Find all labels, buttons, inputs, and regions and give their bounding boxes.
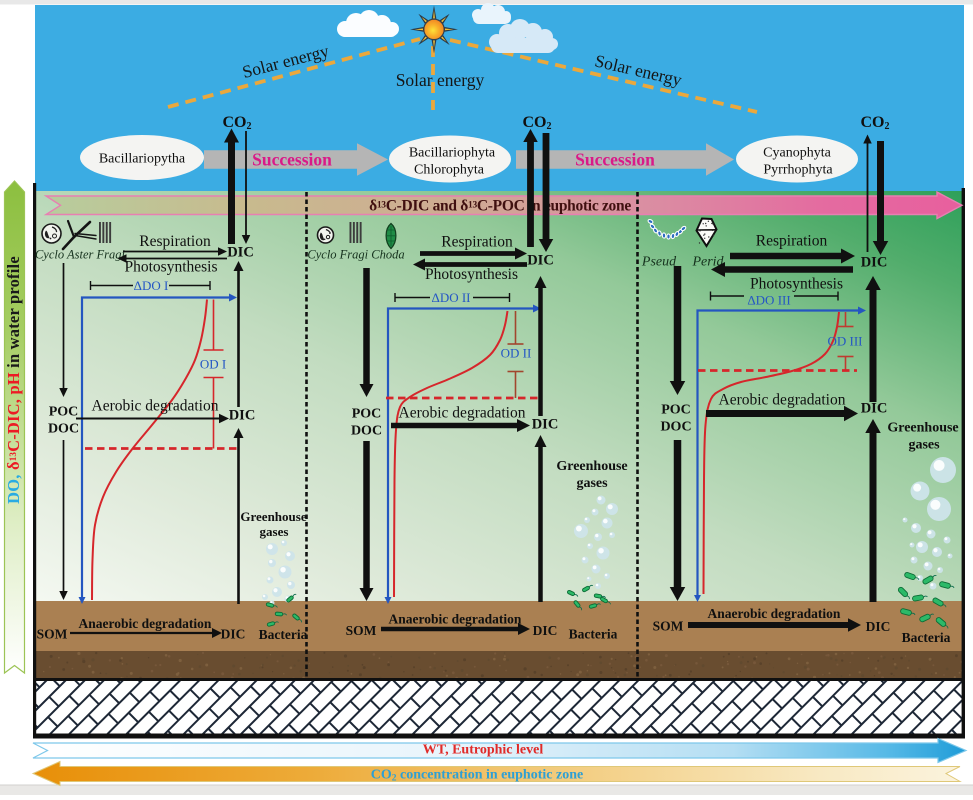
- svg-text:DIC: DIC: [227, 245, 254, 261]
- svg-text:Cyanophyta: Cyanophyta: [763, 146, 831, 161]
- svg-text:Bacillariopytha: Bacillariopytha: [99, 152, 186, 167]
- svg-text:Pyrrhophyta: Pyrrhophyta: [763, 163, 833, 178]
- svg-text:Bacteria: Bacteria: [902, 630, 951, 645]
- svg-text:DO, δ13C-DIC, pH in water prof: DO, δ13C-DIC, pH in water profile: [4, 256, 23, 504]
- svg-text:DIC: DIC: [866, 619, 891, 634]
- svg-text:Respiration: Respiration: [756, 233, 828, 250]
- svg-text:Anaerobic degradation: Anaerobic degradation: [708, 606, 841, 621]
- svg-text:SOM: SOM: [653, 619, 684, 634]
- svg-text:DIC: DIC: [861, 255, 888, 271]
- svg-text:ΔDO I: ΔDO I: [134, 278, 169, 293]
- svg-text:POC: POC: [49, 405, 79, 420]
- svg-text:DIC: DIC: [527, 253, 554, 269]
- svg-text:Aerobic degradation: Aerobic degradation: [719, 392, 846, 409]
- svg-text:OD III: OD III: [827, 334, 862, 349]
- svg-text:Greenhouse: Greenhouse: [240, 509, 306, 524]
- svg-text:Respiration: Respiration: [139, 233, 211, 250]
- svg-text:DIC: DIC: [532, 417, 559, 433]
- svg-text:ΔDO II: ΔDO II: [431, 290, 470, 305]
- svg-text:WT, Eutrophic level: WT, Eutrophic level: [423, 743, 544, 758]
- svg-text:gases: gases: [260, 524, 289, 539]
- svg-text:Photosynthesis: Photosynthesis: [425, 266, 518, 283]
- svg-text:Aerobic degradation: Aerobic degradation: [399, 405, 526, 422]
- svg-text:gases: gases: [576, 476, 608, 491]
- svg-text:POC: POC: [352, 407, 382, 422]
- svg-text:ΔDO III: ΔDO III: [747, 293, 790, 308]
- svg-text:DOC: DOC: [351, 424, 382, 439]
- svg-text:OD I: OD I: [200, 357, 226, 372]
- svg-text:Bacillariophyta: Bacillariophyta: [409, 146, 496, 161]
- svg-text:Respiration: Respiration: [441, 234, 513, 251]
- svg-text:DIC: DIC: [229, 408, 256, 424]
- svg-text:DOC: DOC: [660, 420, 691, 435]
- svg-text:Bacteria: Bacteria: [569, 627, 618, 642]
- svg-text:Chlorophyta: Chlorophyta: [414, 163, 485, 178]
- svg-text:Photosynthesis: Photosynthesis: [124, 259, 217, 276]
- svg-text:Photosynthesis: Photosynthesis: [750, 276, 843, 293]
- svg-text:Anaerobic degradation: Anaerobic degradation: [389, 612, 522, 627]
- svg-text:DIC: DIC: [221, 627, 246, 642]
- svg-text:Bacteria: Bacteria: [259, 627, 308, 642]
- svg-text:SOM: SOM: [346, 623, 377, 638]
- svg-text:DOC: DOC: [48, 422, 79, 437]
- svg-text:Pseud: Pseud: [641, 255, 677, 270]
- svg-text:DIC: DIC: [533, 623, 558, 638]
- svg-text:Cyclo Fragi Choda: Cyclo Fragi Choda: [307, 248, 404, 262]
- svg-text:Cyclo Aster Fragi: Cyclo Aster Fragi: [35, 248, 126, 262]
- svg-text:POC: POC: [661, 403, 691, 418]
- svg-text:Aerobic degradation: Aerobic degradation: [92, 398, 219, 415]
- svg-text:Greenhouse: Greenhouse: [556, 459, 627, 474]
- svg-text:Anaerobic degradation: Anaerobic degradation: [79, 616, 212, 631]
- svg-text:Greenhouse: Greenhouse: [887, 421, 958, 436]
- svg-text:Solar energy: Solar energy: [396, 70, 485, 90]
- svg-text:Succession: Succession: [575, 150, 655, 170]
- svg-text:CO2 concentration in euphotic: CO2 concentration in euphotic zone: [371, 768, 583, 784]
- svg-text:gases: gases: [908, 438, 940, 453]
- svg-text:SOM: SOM: [37, 627, 68, 642]
- svg-text:Succession: Succession: [252, 150, 332, 170]
- svg-text:δ13C-DIC and δ13C-POC in eupho: δ13C-DIC and δ13C-POC in euphotic zone: [369, 198, 631, 215]
- svg-text:OD II: OD II: [501, 346, 532, 361]
- svg-text:DIC: DIC: [861, 401, 888, 417]
